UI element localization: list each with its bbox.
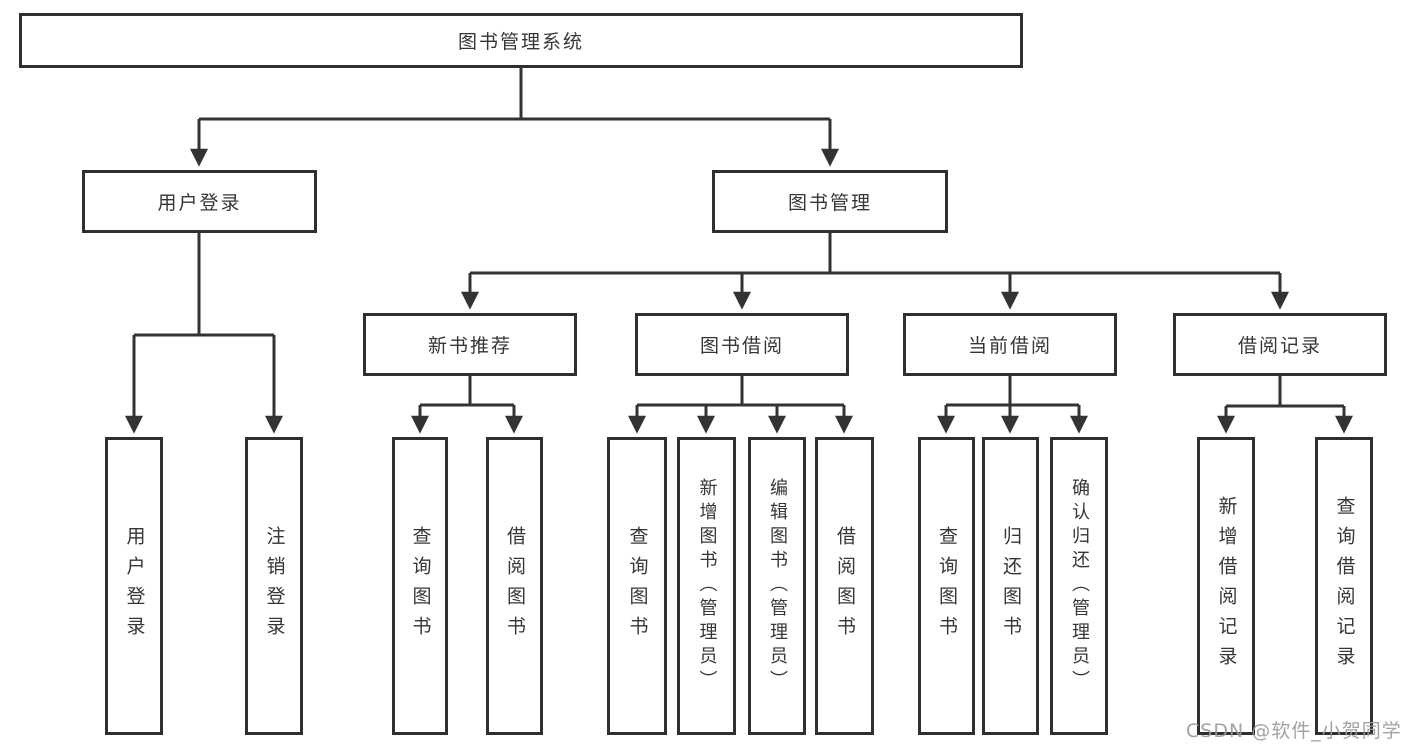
leaf-add-books-admin: 新增图书（管理员） — [677, 437, 736, 735]
node-user-login: 用户登录 — [82, 170, 317, 233]
csdn-watermark: CSDN @软件_小贺同学 — [1186, 720, 1402, 742]
leaf-borrow-books-borrowing: 借阅图书 — [815, 437, 874, 735]
leaf-borrow-books-recommend: 借阅图书 — [486, 437, 543, 735]
leaf-query-books-borrowing: 查询图书 — [607, 437, 667, 735]
leaf-query-books-recommend: 查询图书 — [392, 437, 448, 735]
leaf-add-borrow-record: 新增借阅记录 — [1197, 437, 1255, 735]
leaf-query-borrow-record: 查询借阅记录 — [1315, 437, 1373, 735]
node-borrowing-records: 借阅记录 — [1173, 313, 1387, 376]
node-current-borrowing: 当前借阅 — [903, 313, 1117, 376]
leaf-query-books-current: 查询图书 — [918, 437, 975, 735]
leaf-return-books: 归还图书 — [982, 437, 1039, 735]
node-new-book-recommend: 新书推荐 — [363, 313, 577, 376]
node-book-management: 图书管理 — [712, 170, 948, 233]
node-book-borrowing: 图书借阅 — [635, 313, 849, 376]
leaf-edit-books-admin: 编辑图书（管理员） — [748, 437, 806, 735]
leaf-logout: 注销登录 — [245, 437, 303, 735]
leaf-confirm-return-admin: 确认归还（管理员） — [1050, 437, 1108, 735]
node-root: 图书管理系统 — [19, 13, 1023, 68]
leaf-user-login: 用户登录 — [105, 437, 163, 735]
